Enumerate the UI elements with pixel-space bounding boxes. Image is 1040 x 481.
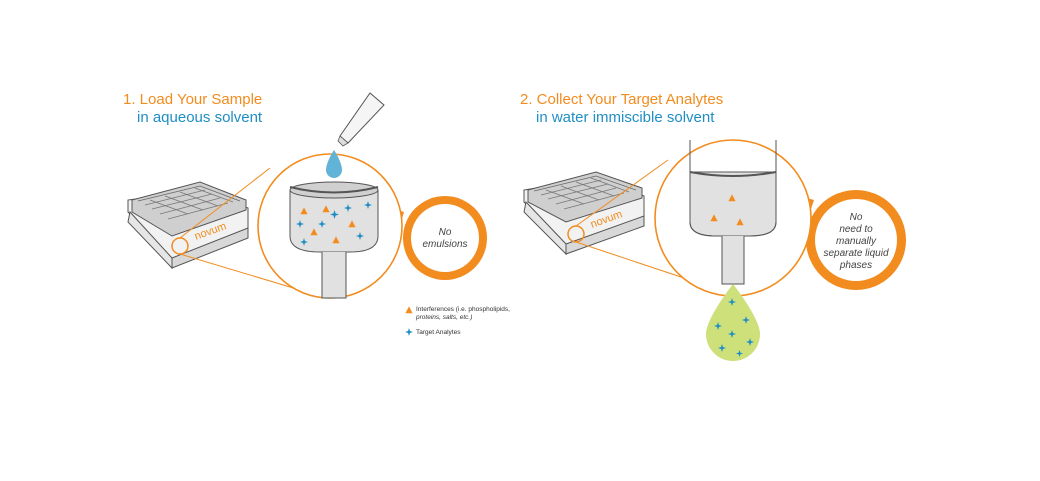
analyte-icon — [405, 328, 413, 336]
extraction-tube-right — [689, 140, 777, 285]
plate-right — [523, 171, 645, 256]
legend-analytes: Target Analytes — [416, 329, 461, 336]
eluate-droplet — [706, 284, 760, 361]
step2-callout-line: phases — [839, 260, 873, 271]
step1-callout-text: No emulsions — [422, 227, 468, 250]
step1-subtitle: in aqueous solvent — [137, 109, 263, 126]
step2-title: 2. Collect Your Target Analytes — [520, 91, 724, 108]
pipette — [337, 92, 385, 147]
water-drop — [326, 150, 342, 178]
plate-wells — [527, 171, 643, 223]
step2-callout-line: separate liquid — [823, 248, 889, 259]
legend-interferences-line1: Interferences (i.e. phospholipids, — [416, 306, 510, 313]
plate-wells — [131, 181, 247, 237]
plate-left — [127, 181, 249, 270]
step2-callout-line: manually — [835, 236, 877, 247]
step1-title: 1. Load Your Sample — [123, 91, 263, 108]
step2-subtitle: in water immiscible solvent — [536, 109, 715, 126]
interference-icon — [405, 306, 413, 314]
legend-interferences-line2: proteins, salts, etc.) — [416, 314, 473, 321]
extraction-tube-left — [289, 181, 379, 299]
step2-callout-text: No need to manually separate liquid phas… — [816, 212, 896, 272]
legend-interferences: Interferences (i.e. phospholipids, prote… — [416, 306, 510, 322]
callout-bubble-right — [786, 190, 906, 290]
step2-callout-line: No — [849, 212, 863, 223]
step2-callout-line: need to — [839, 224, 873, 235]
